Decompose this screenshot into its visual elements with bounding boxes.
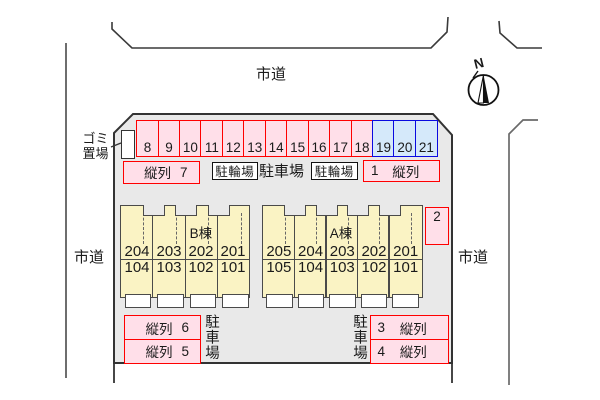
floor-separator [121, 259, 249, 261]
parking-stall: 15 [286, 120, 310, 157]
entrance-notch [284, 204, 307, 216]
parking-lot-label-bottom-right: 駐車場 [351, 314, 367, 361]
parking-stall: 17 [329, 120, 353, 157]
entrance-notch [315, 204, 338, 216]
balcony-divider-dashed [284, 213, 286, 244]
parking-stall: 21 [414, 120, 438, 157]
unit-divider [293, 206, 296, 297]
unit-number: 104 [124, 259, 150, 276]
tandem-zone-6: 縦列 6 [124, 315, 201, 341]
parking-stall: 8 [136, 120, 159, 157]
building-a-upper-units: 205 204 203 202 201 [263, 242, 422, 260]
balcony-divider-dashed [143, 213, 144, 244]
unit-number: 105 [266, 259, 292, 276]
building-b-name: B棟 [189, 226, 213, 241]
unit-number: 203 [329, 242, 355, 260]
road-label-top: 市道 [256, 66, 287, 83]
road-label-left: 市道 [74, 249, 105, 266]
balcony-divider-dashed [379, 213, 380, 244]
building-a-lower-units: 105 104 103 102 101 [263, 259, 422, 276]
balcony-divider-dashed [175, 213, 177, 244]
tandem-zone-1: 1 縦列 [363, 159, 440, 182]
entrance-notch [142, 204, 165, 216]
parking-stall: 9 [157, 120, 181, 157]
tandem-zone-5: 縦列 5 [124, 338, 201, 365]
entrance-porch [157, 294, 184, 308]
parking-stall: 12 [221, 120, 245, 157]
road-label-right: 市道 [458, 249, 489, 266]
entrance-porch [329, 294, 356, 308]
parking-stall: 13 [243, 120, 267, 157]
parking-stall: 20 [393, 120, 417, 157]
building-b: B棟 204 203 202 201 104 103 102 101 [120, 204, 250, 308]
road-edge-northeast [498, 20, 542, 49]
entrance-notch [207, 204, 230, 216]
parking-stall: 16 [307, 120, 331, 157]
entrance-notch [175, 204, 198, 216]
unit-divider [217, 206, 219, 297]
tandem-zone-3: 3 縦列 [369, 315, 449, 341]
unit-number: 102 [188, 259, 214, 276]
balcony-divider-dashed [347, 213, 349, 244]
unit-number: 104 [298, 259, 324, 276]
floor-separator [263, 259, 422, 261]
parking-stall: 19 [372, 120, 395, 157]
parking-lot-label-top: 駐車場 [259, 163, 305, 180]
parking-lot-label-bottom-left: 駐車場 [203, 314, 219, 361]
unit-number: 103 [329, 259, 355, 276]
tandem-zone-7: 縦列 7 [123, 161, 200, 184]
unit-divider [388, 206, 390, 297]
unit-number: 201 [393, 242, 419, 260]
parking-stall: 18 [350, 120, 374, 157]
unit-divider [184, 206, 186, 297]
unit-number: 201 [220, 242, 246, 260]
balcony-divider-dashed [240, 213, 242, 244]
road-edge-right [508, 119, 538, 385]
balcony-divider-dashed [410, 213, 412, 244]
unit-number: 202 [188, 242, 214, 260]
entrance-notch [378, 204, 401, 216]
unit-number: 103 [156, 259, 182, 276]
unit-number: 102 [361, 259, 387, 276]
unit-number: 203 [156, 242, 182, 260]
entrance-porch [297, 294, 325, 308]
parking-stall: 14 [264, 120, 288, 157]
bicycle-parking-left: 駐輪場 [211, 161, 258, 180]
unit-number: 204 [124, 242, 150, 260]
building-a-name: A棟 [329, 226, 353, 241]
bicycle-parking-right: 駐輪場 [311, 161, 358, 180]
boundary-tails [113, 363, 453, 383]
unit-divider [356, 206, 359, 297]
parking-stall: 11 [200, 120, 224, 157]
building-b-upper-units: 204 203 202 201 [121, 242, 249, 260]
balcony-divider-dashed [208, 213, 209, 244]
compass-icon [467, 70, 500, 106]
entrance-porch [222, 294, 249, 308]
entrance-porch [392, 294, 419, 308]
building-b-lower-units: 104 103 102 101 [121, 259, 249, 276]
tandem-zone-4: 4 縦列 [369, 338, 449, 365]
unit-divider [325, 206, 327, 297]
unit-divider [152, 206, 154, 297]
unit-number: 204 [298, 242, 324, 260]
balcony-divider-dashed [316, 213, 317, 244]
entrance-porch [266, 294, 293, 308]
garbage-area-box [121, 130, 135, 159]
entrance-notch [347, 204, 370, 216]
road-edge-top [111, 16, 449, 49]
tandem-zone-2: 2 [425, 206, 449, 245]
garbage-area-label: ゴミ 置場 [82, 131, 109, 161]
building-a: A棟 205 204 203 202 201 105 104 103 102 1… [262, 204, 423, 308]
parking-stall: 10 [178, 120, 202, 157]
unit-number: 202 [361, 242, 387, 260]
entrance-porch [189, 294, 216, 308]
unit-number: 101 [220, 259, 246, 276]
garbage-leader-line [110, 142, 122, 148]
entrance-porch [124, 294, 151, 308]
unit-number: 101 [393, 259, 419, 276]
unit-number: 205 [266, 242, 292, 260]
entrance-porch [360, 294, 388, 308]
